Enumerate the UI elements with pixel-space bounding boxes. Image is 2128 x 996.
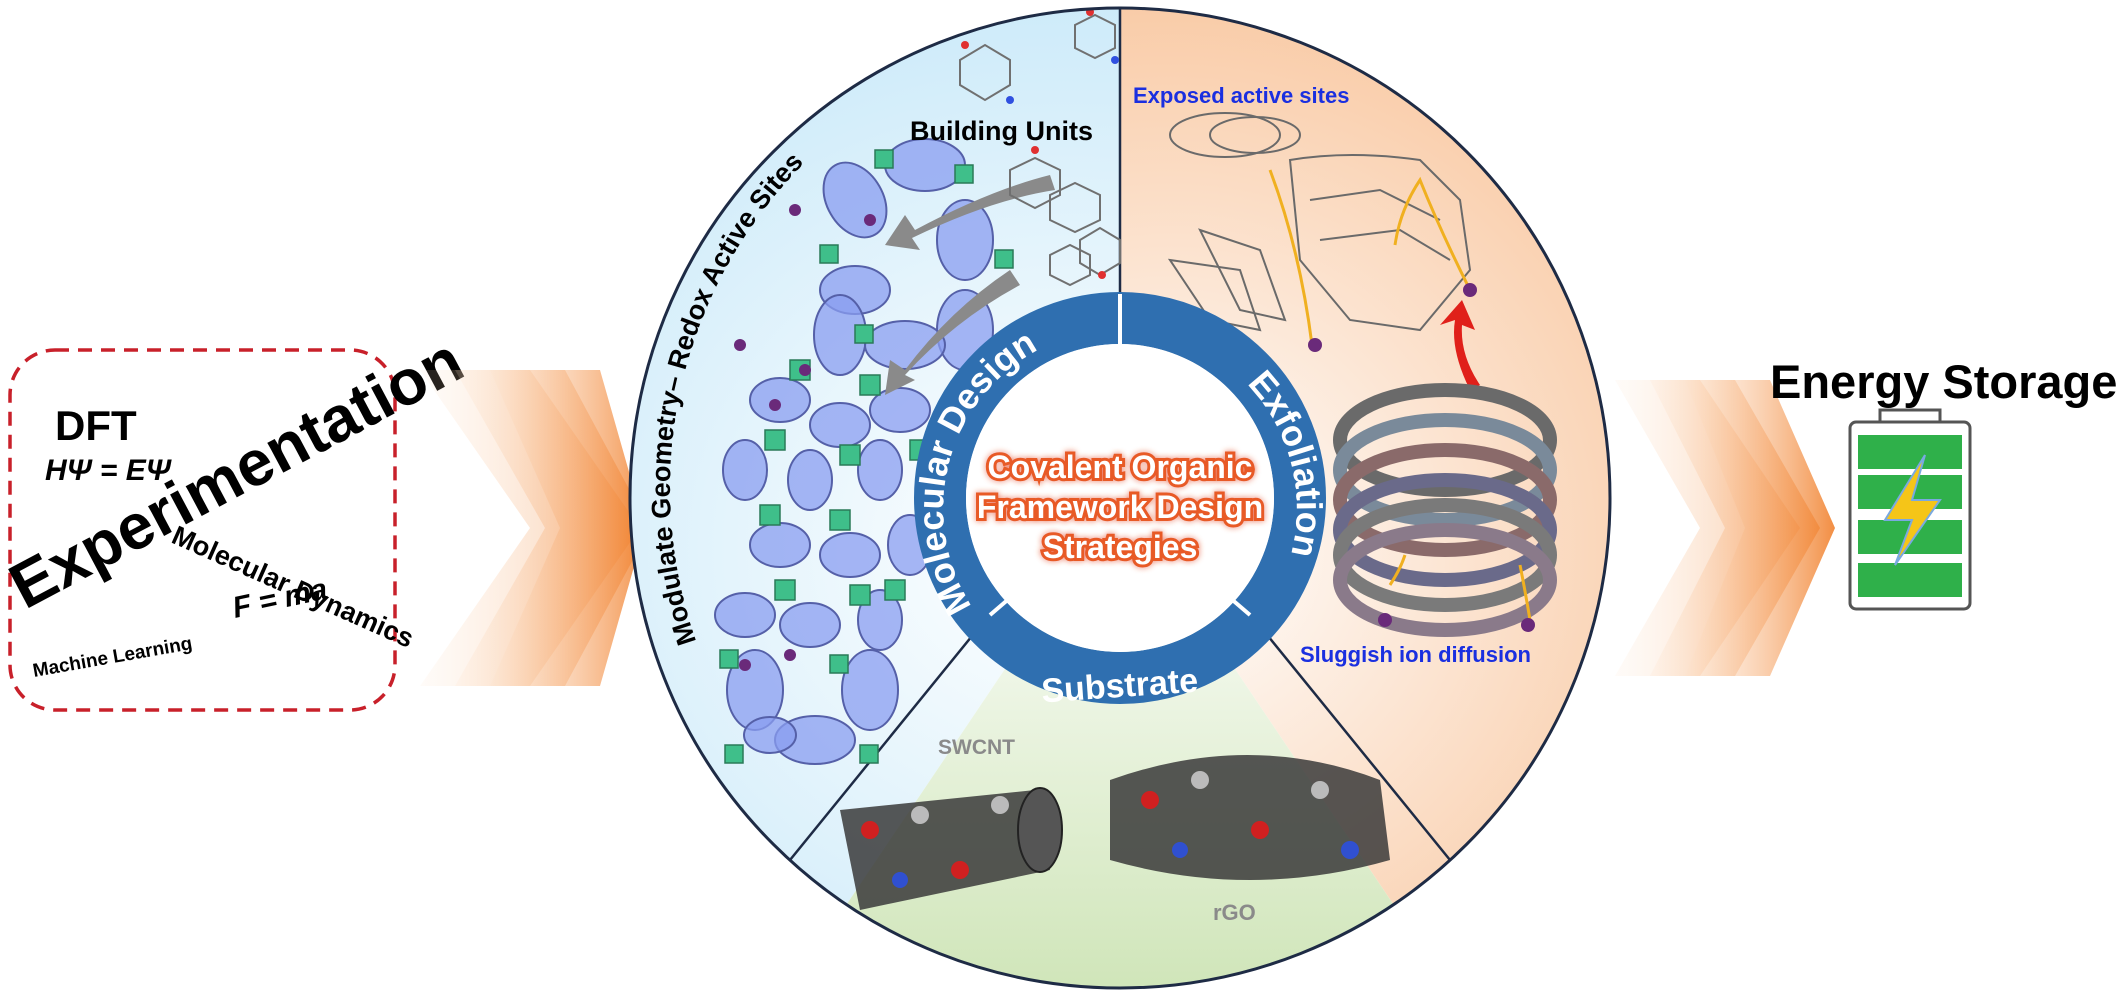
- exposed-active-sites-label: Exposed active sites: [1133, 83, 1349, 108]
- chevron-arrow-icon: [1615, 380, 1835, 676]
- ion-path: [1393, 176, 1472, 291]
- sluggish-ion-diffusion-label: Sluggish ion diffusion: [1300, 642, 1531, 667]
- center-title: Covalent Organic Framework Design Strate…: [974, 446, 1266, 568]
- exfoliated-cof-illustration: [1167, 112, 1472, 332]
- building-unit-molecules: [959, 13, 1121, 287]
- swcnt-illustration: [840, 787, 1063, 910]
- swcnt-label: SWCNT: [938, 736, 1015, 759]
- ion-dots: [1308, 283, 1535, 632]
- sector-exfoliation: [1120, 8, 1610, 988]
- red-arrow-icon: [1440, 300, 1480, 390]
- ion-dots: [734, 204, 876, 671]
- ion-path: [1518, 564, 1532, 621]
- center-title-line-1: Covalent Organic: [988, 449, 1253, 485]
- layered-cof-stack: [1333, 383, 1557, 637]
- arrow-icon: [885, 270, 1020, 395]
- dft-label: DFT: [55, 402, 137, 449]
- dft-equation: HΨ = EΨ: [45, 454, 172, 487]
- energy-storage-title: Energy Storage: [1770, 355, 2117, 408]
- methods-dashed-box: [8, 348, 397, 712]
- ion-path: [1268, 169, 1314, 346]
- wheel-outline: [628, 6, 1612, 990]
- center-title-line-2: Framework Design: [977, 489, 1263, 525]
- arrow-icon: [885, 175, 1055, 250]
- ion-path: [1388, 554, 1407, 586]
- atom-dots: [961, 8, 1119, 279]
- battery-icon: [1848, 408, 1972, 611]
- building-units-label: Building Units: [910, 116, 1093, 146]
- chevron-arrow-icon: [420, 370, 650, 686]
- methods-panel: DFT HΨ = EΨ Experimentation Molecular Dy…: [0, 323, 474, 712]
- center-title-line-3: Strategies: [1043, 529, 1198, 565]
- rgo-label: rGO: [1213, 900, 1256, 925]
- rgo-illustration: [1110, 755, 1390, 880]
- lightning-icon: [1883, 454, 1942, 566]
